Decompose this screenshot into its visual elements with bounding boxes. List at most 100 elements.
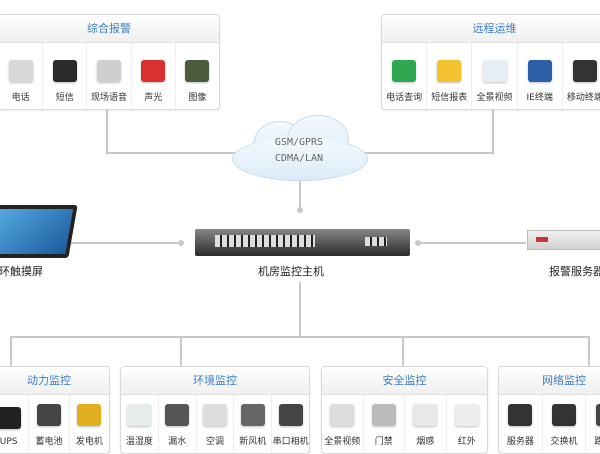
device-label: 短信报表 <box>431 93 468 103</box>
remote-ops-panel: 远程运维电话查询短信报表全景视频 IE终端 移动终端 <box>381 14 600 110</box>
connector-dot <box>415 240 421 246</box>
device-item: 新风机 <box>234 395 273 453</box>
connector <box>588 336 590 366</box>
monitoring-host-icon <box>195 229 410 256</box>
device-label: 红外 <box>457 437 476 447</box>
cloud-line-2: CDMA/LAN <box>274 153 324 164</box>
device-label: 短信 <box>55 93 74 103</box>
connector <box>360 152 494 154</box>
device-item: 交换机 <box>543 395 587 453</box>
monitoring-host-label: 机房监控主机 <box>258 265 324 278</box>
device-label: 空调 <box>205 437 224 447</box>
air-conditioner-icon <box>202 404 227 426</box>
device-item: 门禁 <box>364 395 405 453</box>
network-cloud: GSM/GPRS CDMA/LAN <box>232 115 368 181</box>
device-label: UPS <box>0 437 18 447</box>
device-item: 蓄电池 <box>29 395 70 453</box>
panel-items: 电话短信 现场语音声光 图像 <box>0 43 219 109</box>
connector <box>299 282 301 337</box>
device-item: 发电机 <box>70 395 109 453</box>
mobile-phone-icon <box>52 60 77 82</box>
device-item: 短信 <box>43 43 88 109</box>
device-label: 路由器 <box>594 434 600 447</box>
thermo-hygrometer-icon <box>127 404 152 426</box>
tablet-icon <box>572 60 597 82</box>
device-item: 声光 <box>132 43 176 109</box>
server-icon <box>508 404 533 426</box>
connector <box>70 242 182 244</box>
telephone-icon <box>8 60 33 82</box>
device-label: 移动终端 <box>566 93 600 103</box>
device-label: 声光 <box>144 93 163 103</box>
device-item: 空调 <box>197 395 235 453</box>
connector-dot <box>178 240 184 246</box>
device-label: 串口相机 <box>272 437 309 447</box>
device-item: 移动终端 <box>563 43 600 109</box>
panel-items: 服务器 交换机 路由器 <box>499 395 600 453</box>
device-item: 串口相机 <box>272 395 309 453</box>
fresh-air-unit-icon <box>240 404 265 426</box>
alarm-server-icon <box>527 230 600 250</box>
envelope-icon <box>437 60 462 82</box>
panel-title: 安全监控 <box>322 367 487 395</box>
access-control-icon <box>371 404 396 426</box>
panel-title: 远程运维 <box>382 15 600 43</box>
panel-title: 动力监控 <box>0 367 109 395</box>
panoramic-camera-icon <box>482 60 507 82</box>
siren-icon <box>141 60 166 82</box>
integrated-alarm-panel: 综合报警电话短信 现场语音声光 图像 <box>0 14 220 110</box>
serial-camera-icon <box>278 404 303 426</box>
device-label: 图像 <box>188 93 207 103</box>
infrared-sensor-icon <box>454 404 479 426</box>
device-label: 烟感 <box>416 437 435 447</box>
device-item: 路由器 <box>586 395 600 453</box>
smoke-detector-icon <box>413 404 438 426</box>
dome-camera-icon <box>330 404 355 426</box>
device-item: 电话 <box>0 43 44 109</box>
battery-icon <box>36 404 61 426</box>
device-item: 全景视频 <box>322 395 364 453</box>
device-item: 短信报表 <box>427 43 473 109</box>
router-icon <box>595 404 600 426</box>
device-label: 新风机 <box>239 437 267 447</box>
video-wall-icon <box>185 60 210 82</box>
connector <box>299 178 301 210</box>
connector <box>10 336 12 366</box>
device-item: 烟感 <box>405 395 447 453</box>
touchscreen-icon <box>0 205 78 258</box>
device-label: 漏水 <box>168 437 187 447</box>
device-label: 服务器 <box>506 437 534 447</box>
device-item: 红外 <box>447 395 488 453</box>
device-item: 现场语音 <box>87 43 132 109</box>
switch-icon <box>552 404 576 426</box>
panel-items: 温湿度 漏水 空调 新风机串口相机 <box>121 395 309 453</box>
connector <box>402 336 404 366</box>
water-leak-icon <box>165 404 190 426</box>
cloud-line-1: GSM/GPRS <box>274 137 324 148</box>
device-item: 温湿度 <box>121 395 159 453</box>
alarm-server-label: 报警服务器 <box>549 265 600 278</box>
panel-title: 综合报警 <box>0 15 219 43</box>
panel-title: 网络监控 <box>499 367 600 395</box>
device-item: 电话查询 <box>382 43 428 109</box>
panel-title: 环境监控 <box>121 367 309 395</box>
device-label: 交换机 <box>550 437 578 447</box>
device-label: 温湿度 <box>125 437 153 447</box>
device-label: 电话查询 <box>386 93 423 103</box>
environment-monitoring-panel: 环境监控温湿度 漏水 空调 新风机串口相机 <box>120 366 310 454</box>
device-label: 发电机 <box>75 437 103 447</box>
connector <box>106 152 240 154</box>
touchscreen-label: 动环触摸屏 <box>0 265 43 278</box>
ups-icon <box>0 407 21 429</box>
generator-icon <box>77 404 102 426</box>
panel-items: 全景视频门禁 烟感 红外 <box>322 395 487 453</box>
device-label: 门禁 <box>374 437 393 447</box>
device-label: 全景视频 <box>476 93 513 103</box>
connector <box>492 108 494 153</box>
device-item: 漏水 <box>159 395 197 453</box>
power-monitoring-panel: 动力监控 UPS 蓄电池发电机 <box>0 366 110 454</box>
device-label: IE终端 <box>526 93 553 103</box>
connector <box>10 336 590 338</box>
speaker-icon <box>97 60 121 82</box>
phone-call-icon <box>392 60 417 82</box>
